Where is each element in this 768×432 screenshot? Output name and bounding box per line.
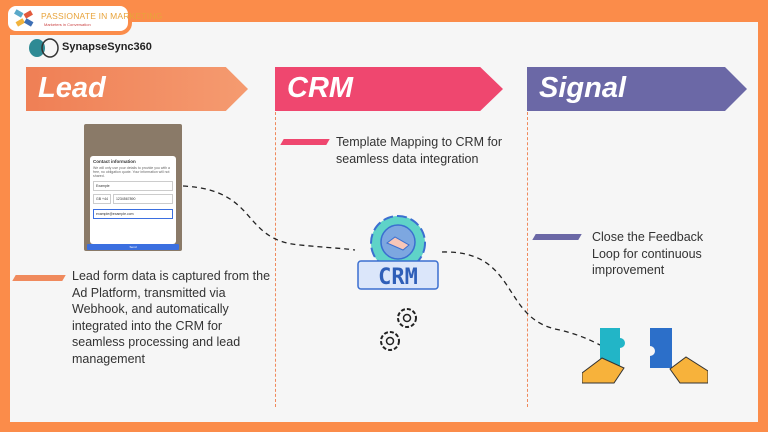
brain-icon xyxy=(29,38,59,58)
phone-field: 1234567890 xyxy=(112,194,173,204)
lead-form-screenshot: Contact information We will only use you… xyxy=(84,124,182,251)
email-field: example@example.com xyxy=(93,209,173,219)
crm-icon-label: CRM xyxy=(378,265,418,290)
puzzle-logo-icon xyxy=(14,9,34,27)
puzzle-hands-icon xyxy=(582,328,708,384)
form-title: Contact information xyxy=(93,159,136,164)
logo-title: PASSIONATE IN MARKETING xyxy=(41,11,163,21)
send-button: Send xyxy=(87,244,179,250)
lead-description: Lead form data is captured from the Ad P… xyxy=(72,269,271,366)
stage-label-lead: Lead xyxy=(38,72,106,104)
crm-description: Template Mapping to CRM for seamless dat… xyxy=(336,135,503,166)
brand-name: SynapseSync360 xyxy=(62,41,152,53)
signal-description: Close the Feedback Loop for continuous i… xyxy=(592,230,704,277)
logo-subtitle: Marketers in Conversation xyxy=(44,22,91,27)
stage-label-crm: CRM xyxy=(287,72,354,104)
crm-stripe xyxy=(280,139,330,145)
stage-arrow-crm: CRM xyxy=(275,67,503,111)
divider xyxy=(275,112,276,407)
stage-label-signal: Signal xyxy=(539,72,627,104)
form-intro: We will only use your details to provide… xyxy=(93,166,170,178)
lead-stripe xyxy=(12,275,66,281)
stage-arrow-signal: Signal xyxy=(527,67,747,111)
signal-stripe xyxy=(532,234,582,240)
divider xyxy=(527,112,528,407)
stage-arrow-lead: Lead xyxy=(26,67,248,111)
country-code-field: GB +44 xyxy=(93,194,111,204)
first-name-field: Example xyxy=(93,181,173,191)
logo: PASSIONATE IN MARKETING Marketers in Con… xyxy=(0,0,162,35)
crm-gear-icon: CRM xyxy=(357,215,439,351)
